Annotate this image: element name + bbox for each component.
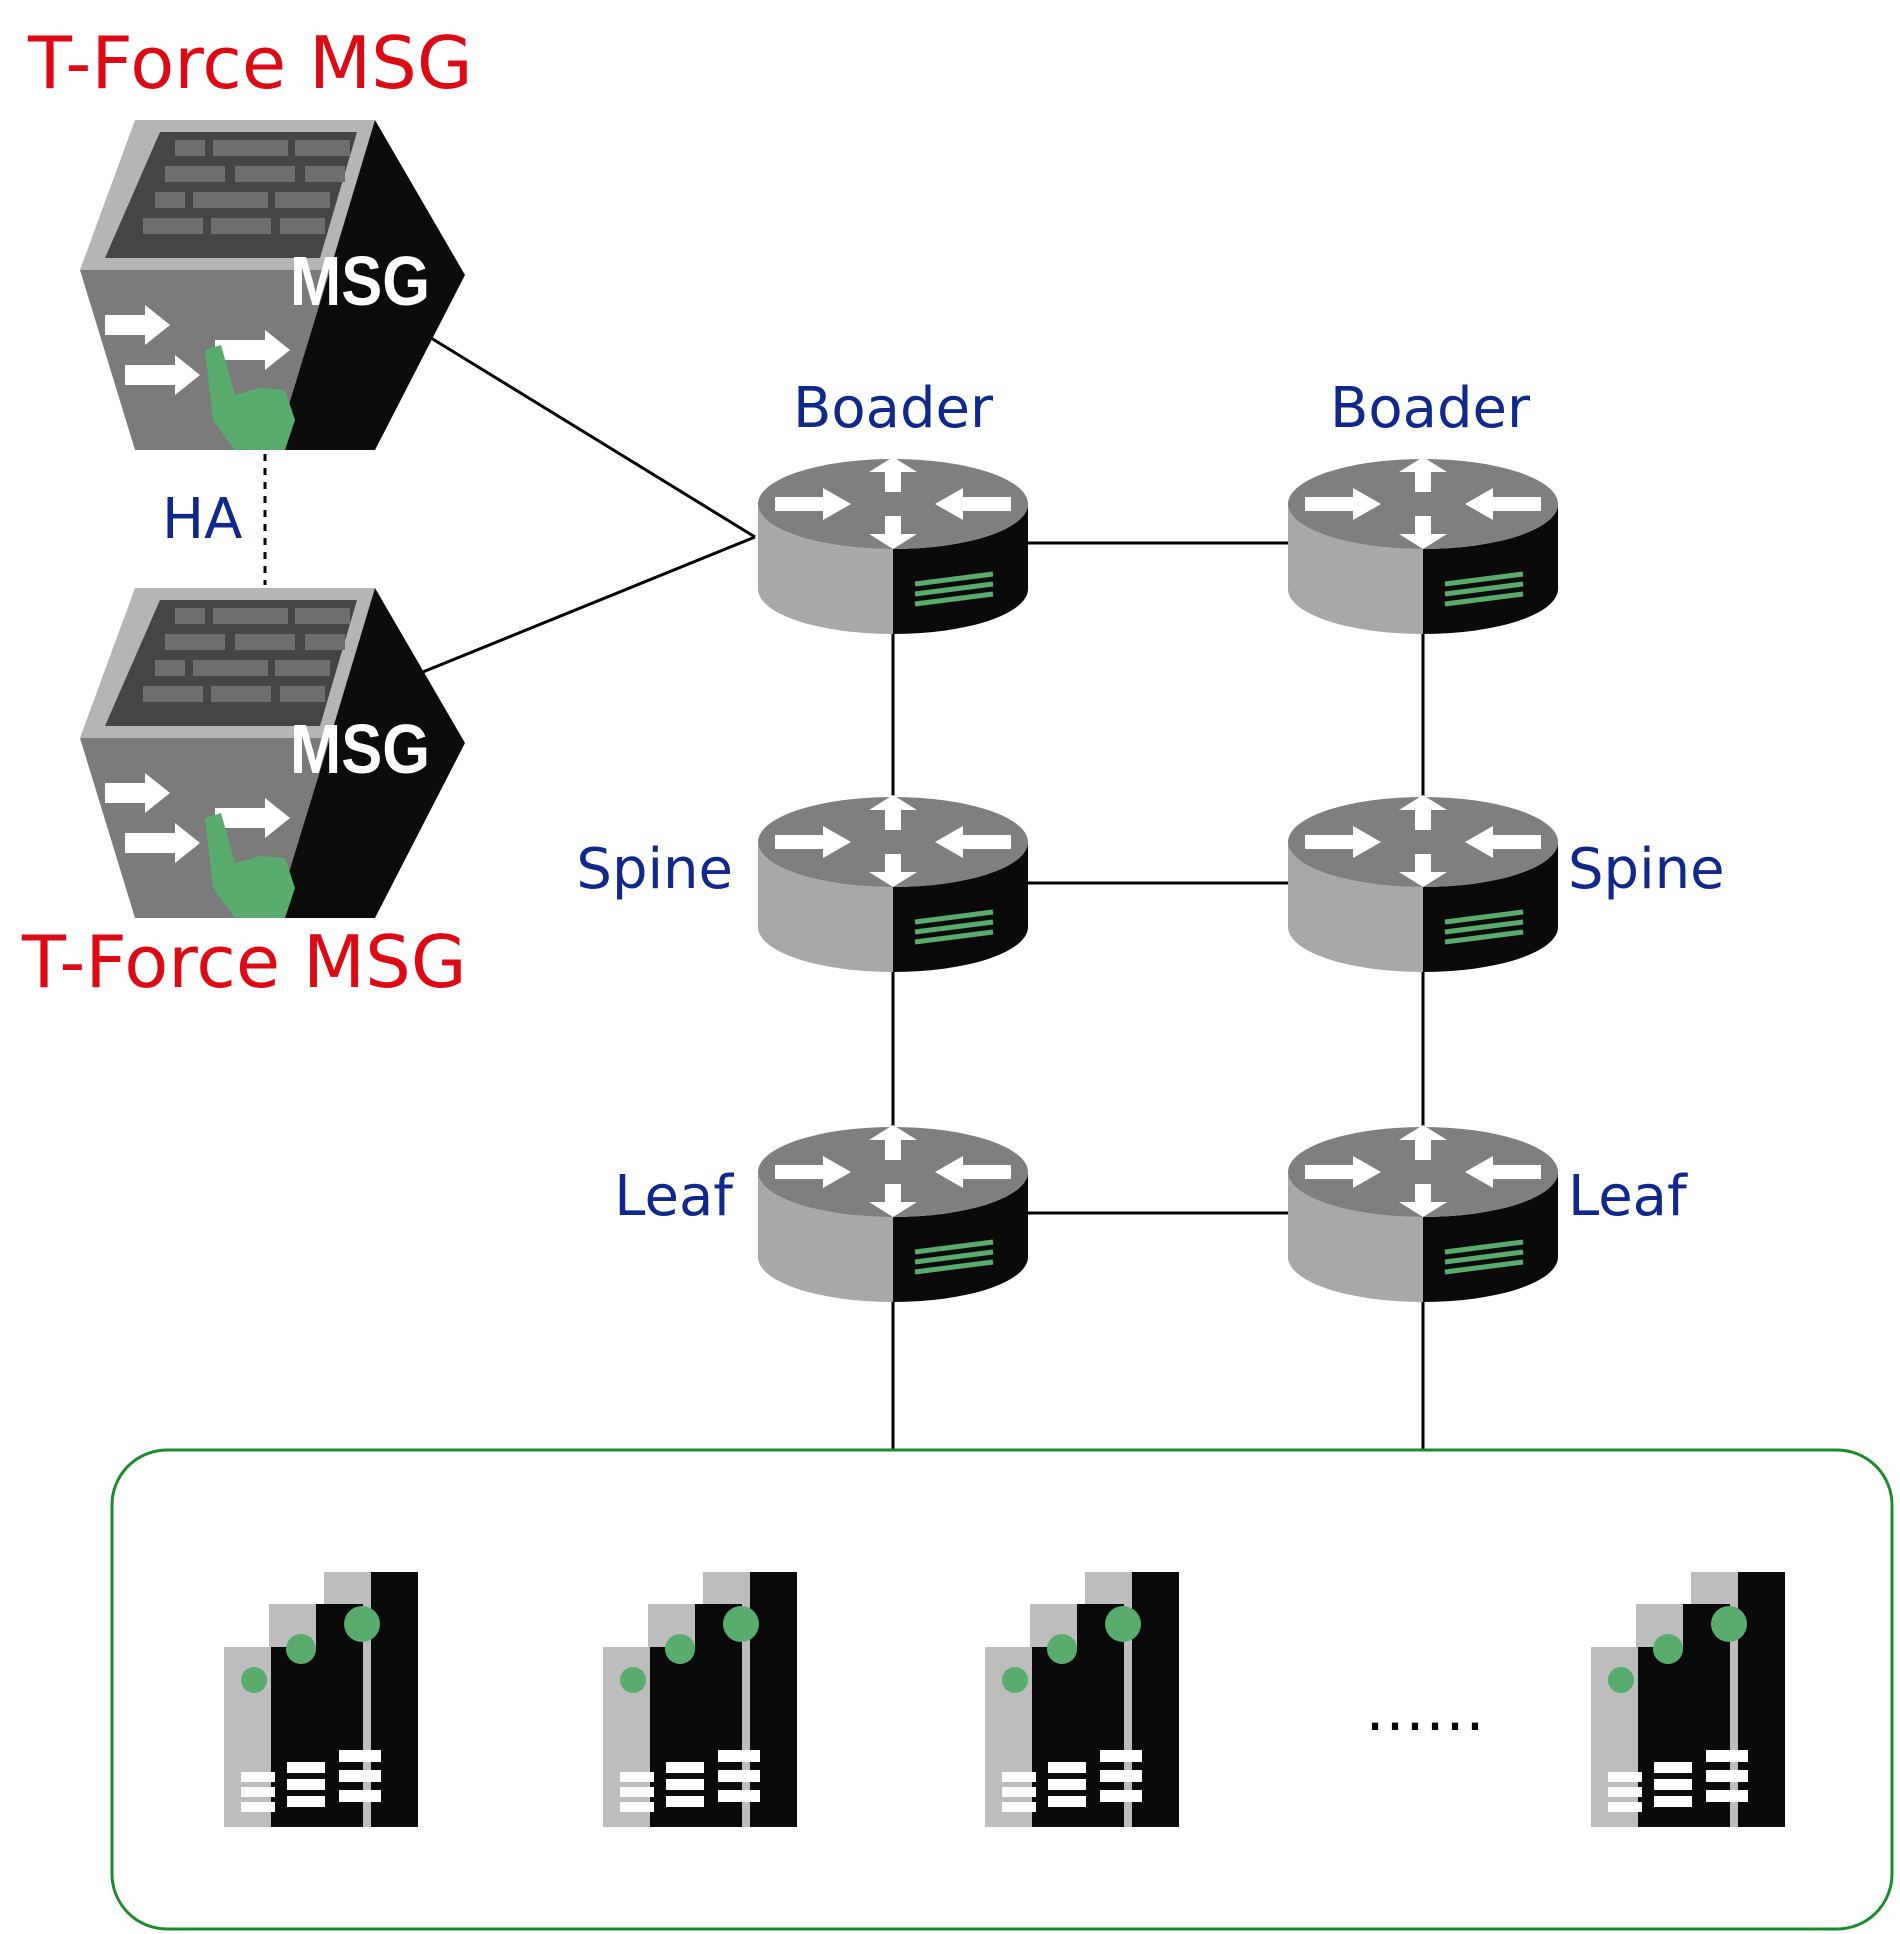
ha-label: HA (162, 487, 242, 552)
router-border-right[interactable] (1288, 457, 1558, 634)
msg-firewall-2[interactable]: MSG (80, 588, 465, 918)
connection-lines (263, 328, 1425, 1450)
msg-firewall-1[interactable]: MSG (80, 120, 465, 450)
msg-title-bottom: T-Force MSG (21, 920, 467, 1004)
server-group-3[interactable] (985, 1572, 1179, 1827)
msg-title-top: T-Force MSG (27, 21, 473, 105)
border-label-left: Boader (793, 376, 994, 441)
link-msg1-border (417, 328, 756, 539)
msg-badge: MSG (290, 242, 430, 320)
spine-label-left: Spine (576, 837, 733, 902)
router-spine-left[interactable] (758, 795, 1028, 972)
router-leaf-left[interactable] (758, 1125, 1028, 1302)
server-group-4[interactable] (1591, 1572, 1785, 1827)
router-leaf-right[interactable] (1288, 1125, 1558, 1302)
server-cluster-box (110, 1448, 1894, 1931)
spine-label-right: Spine (1568, 837, 1725, 902)
router-spine-right[interactable] (1288, 795, 1558, 972)
border-label-right: Boader (1330, 376, 1531, 441)
more-servers-ellipsis: …… (1365, 1675, 1485, 1745)
msg-badge: MSG (290, 710, 430, 788)
leaf-label-left: Leaf (614, 1164, 734, 1229)
router-border-left[interactable] (758, 457, 1028, 634)
leaf-label-right: Leaf (1568, 1164, 1688, 1229)
server-group-1[interactable] (224, 1572, 418, 1827)
server-group-2[interactable] (603, 1572, 797, 1827)
link-msg2-border (407, 535, 756, 680)
